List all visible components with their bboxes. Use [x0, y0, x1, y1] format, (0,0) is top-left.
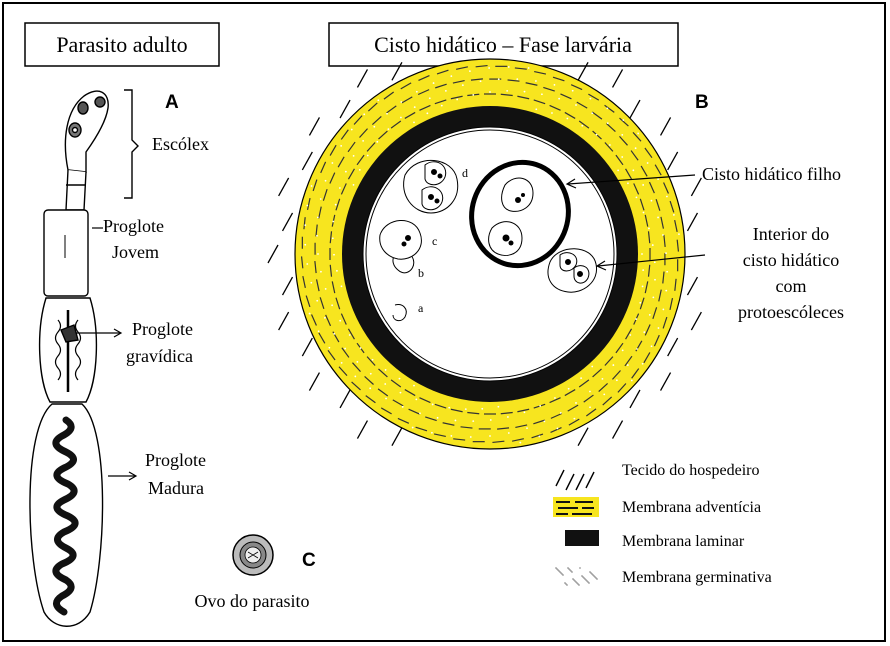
scolex-bracket — [124, 90, 138, 198]
legend-swatch-germinative — [555, 567, 598, 586]
legend: Tecido do hospedeiro Membrana adventícia… — [553, 462, 772, 586]
label-daughter-cyst: Cisto hidático filho — [702, 164, 841, 184]
label-interior-2: cisto hidático — [743, 250, 839, 270]
label-mature-2: Madura — [148, 478, 204, 498]
young-proglottid — [44, 210, 88, 296]
stage-a: a — [418, 301, 424, 315]
panel-letter-a: A — [165, 92, 179, 113]
stage-b: b — [418, 266, 424, 280]
label-interior-1: Interior do — [753, 224, 829, 244]
label-interior-4: protoescóleces — [738, 302, 844, 322]
legend-label-germinative: Membrana germinativa — [622, 569, 772, 586]
legend-swatch-laminar — [565, 530, 599, 546]
panel-letter-b: B — [695, 92, 709, 113]
title-adult-box: Parasito adulto — [25, 23, 219, 66]
panel-letter-c: C — [302, 550, 316, 571]
legend-label-host-tissue: Tecido do hospedeiro — [622, 462, 760, 479]
title-larval: Cisto hidático – Fase larvária — [374, 32, 632, 57]
legend-label-laminar: Membrana laminar — [622, 533, 745, 550]
title-adult: Parasito adulto — [56, 32, 187, 57]
label-young-2: Jovem — [112, 242, 159, 262]
legend-swatch-host-tissue — [556, 470, 594, 490]
adult-worm — [30, 91, 108, 626]
legend-label-adventitia: Membrana adventícia — [622, 499, 761, 516]
egg-icon — [233, 535, 273, 575]
label-gravid-1: Proglote — [132, 319, 193, 339]
label-young-1: Proglote — [103, 216, 164, 236]
label-mature-1: Proglote — [145, 450, 206, 470]
stage-c: c — [432, 234, 437, 248]
hydatid-cyst: d c b a — [295, 59, 685, 449]
label-gravid-2: gravídica — [126, 346, 193, 366]
label-scolex: Escólex — [152, 134, 209, 154]
label-interior-3: com — [776, 276, 807, 296]
egg-label: Ovo do parasito — [195, 591, 310, 611]
neck — [66, 170, 86, 210]
legend-swatch-adventitia — [553, 497, 599, 517]
stage-d: d — [462, 166, 468, 180]
